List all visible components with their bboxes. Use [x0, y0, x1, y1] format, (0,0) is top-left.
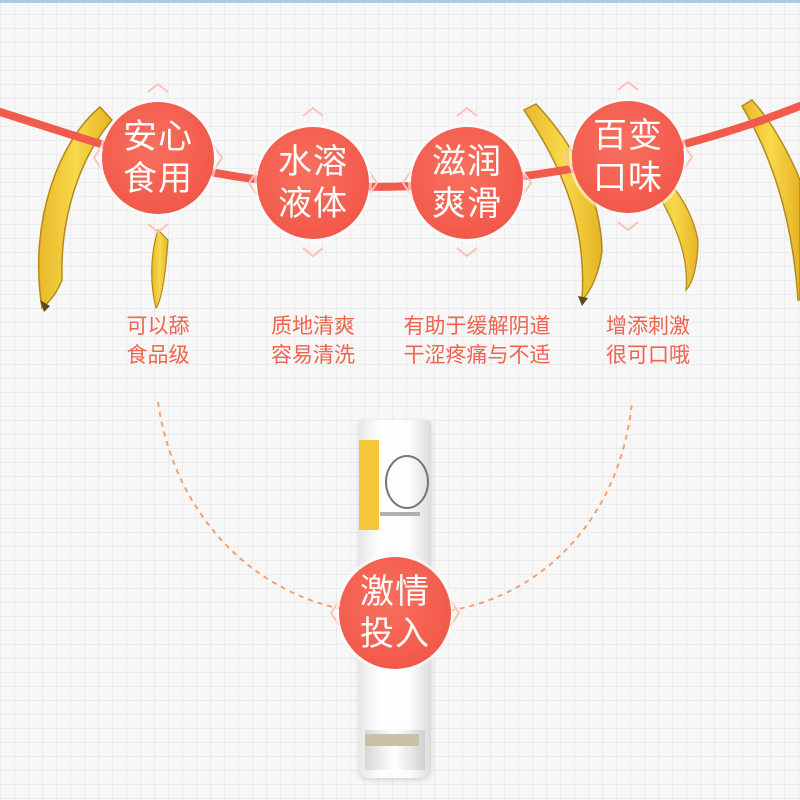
desc-line: 容易清洗	[271, 343, 355, 367]
desc-line: 食品级	[126, 343, 190, 367]
circle-line: 爽滑	[432, 184, 502, 224]
circle-line: 水溶	[278, 142, 348, 182]
dashed-ring	[157, 401, 633, 613]
tube-stripe	[359, 440, 379, 530]
desc-line: 质地清爽	[271, 314, 355, 338]
circle-line: 滋润	[432, 142, 502, 182]
banana-icon	[151, 228, 169, 310]
feature-circle-safe: 安心 食用	[102, 102, 214, 214]
circle-line: 食用	[123, 159, 193, 199]
banana-icon	[37, 105, 114, 312]
desc-line: 很可口哦	[606, 343, 690, 367]
feature-desc-flavor: 增添刺激 很可口哦	[598, 312, 698, 370]
feature-circle-smooth: 滋润 爽滑	[411, 127, 523, 239]
desc-line: 增添刺激	[606, 314, 690, 338]
banana-icon	[740, 99, 800, 301]
circle-line: 激情	[360, 572, 430, 612]
top-border	[0, 0, 800, 3]
desc-line: 可以舔	[126, 314, 190, 338]
circle-line: 液体	[278, 184, 348, 224]
desc-line: 有助于缓解阴道	[403, 314, 551, 338]
circle-line: 口味	[593, 158, 663, 198]
tube-subtext	[380, 512, 420, 516]
banana-icon	[649, 171, 699, 292]
feature-circle-water: 水溶 液体	[257, 127, 369, 239]
circle-line: 百变	[593, 116, 663, 156]
circle-line: 安心	[123, 117, 193, 157]
tube-logo	[385, 455, 429, 509]
feature-desc-safe: 可以舔 食品级	[108, 312, 208, 370]
tube-band	[365, 734, 419, 746]
circle-line: 投入	[360, 614, 430, 654]
desc-line: 干涩疼痛与不适	[403, 343, 551, 367]
feature-desc-water: 质地清爽 容易清洗	[263, 312, 363, 370]
feature-desc-smooth: 有助于缓解阴道 干涩疼痛与不适	[397, 312, 557, 370]
feature-circle-flavor: 百变 口味	[572, 101, 684, 213]
center-circle-passion: 激情 投入	[339, 557, 451, 669]
